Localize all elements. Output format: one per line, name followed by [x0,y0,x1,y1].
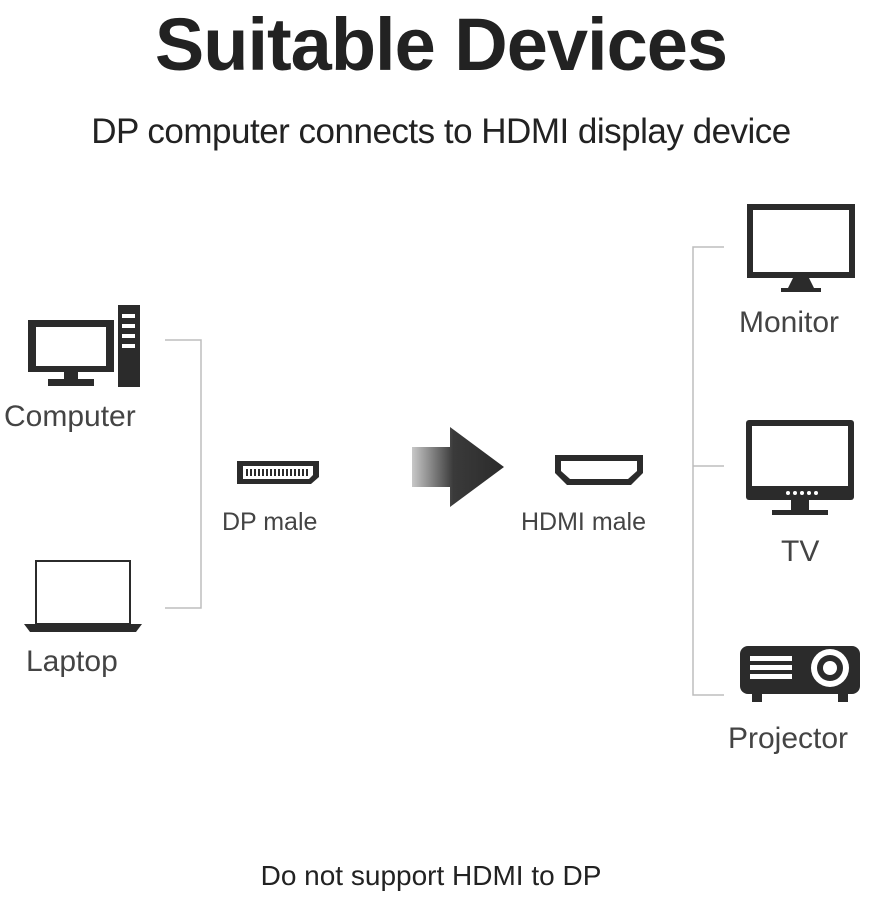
source-bracket [165,339,202,609]
source-label-computer: Computer [4,400,136,433]
arrow-right-icon [412,427,504,507]
hdmi-connector-icon [555,455,643,485]
laptop-icon [24,560,142,632]
target-label-projector: Projector [728,722,849,755]
desktop-computer-icon [28,305,140,387]
source-label-laptop: Laptop [26,645,118,678]
tv-icon [746,420,854,515]
target-bracket [692,246,724,696]
target-label-tv: TV [781,535,820,568]
connector-label-hdmi-male: HDMI male [521,508,647,536]
connector-label-dp-male: DP male [222,508,318,536]
displayport-connector-icon [237,461,319,484]
page-subtitle: DP computer connects to HDMI display dev… [91,112,791,151]
projector-icon [740,646,860,702]
footer-note: Do not support HDMI to DP [260,860,602,891]
monitor-icon [747,204,855,292]
target-label-monitor: Monitor [739,306,840,339]
page-title: Suitable Devices [154,3,728,86]
